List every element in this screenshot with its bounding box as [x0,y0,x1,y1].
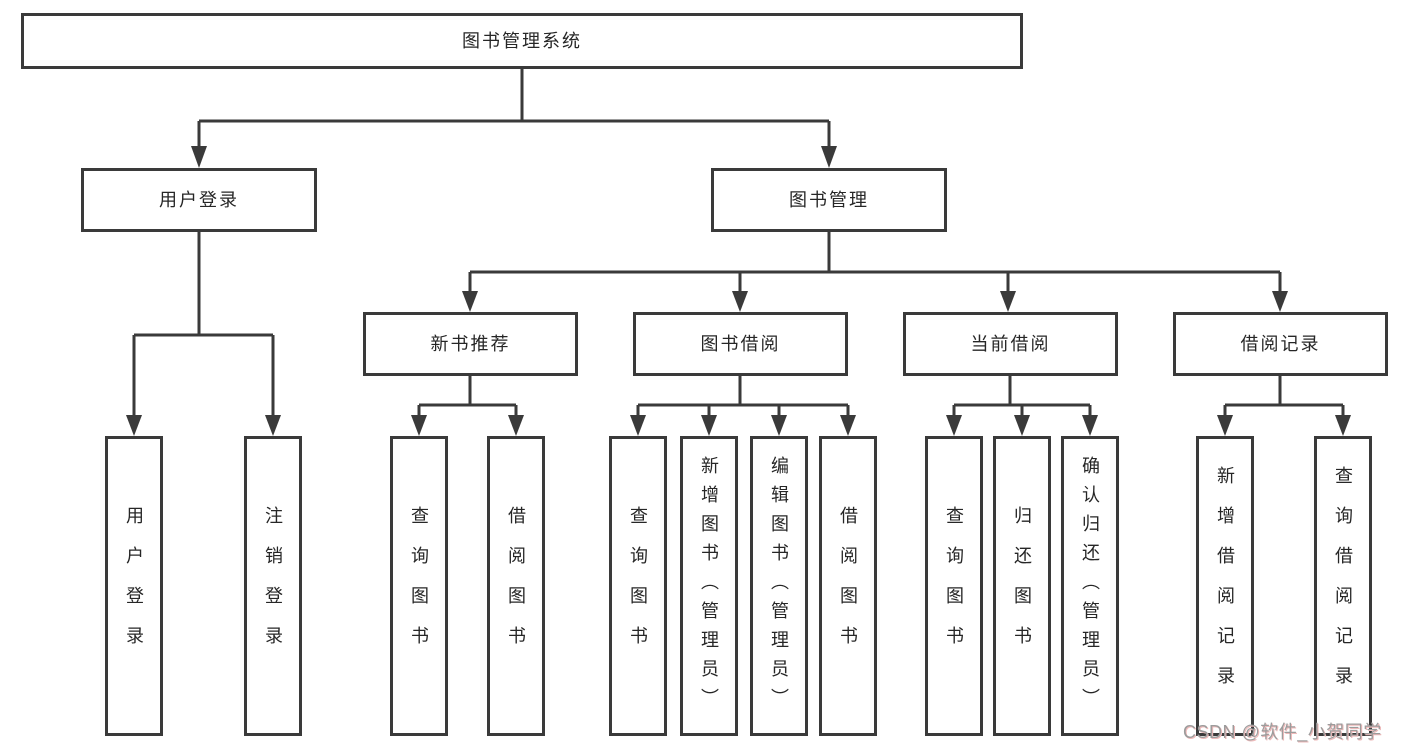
node-leaf-borrow-books-1: 借阅图书 [487,436,545,736]
node-label: 注销登录 [263,506,283,666]
node-label: 查询图书 [628,506,648,666]
node-label: 用户登录 [159,190,239,210]
node-leaf-borrow-books-2: 借阅图书 [819,436,877,736]
node-leaf-add-borrow-record: 新增借阅记录 [1196,436,1254,736]
node-label: 查询图书 [944,506,964,666]
node-label: 图书借阅 [700,334,781,354]
csdn-watermark: CSDN @软件_小贺同学 [1183,722,1382,742]
node-leaf-edit-book-admin: 编辑图书（管理员） [750,436,808,736]
node-leaf-query-borrow-record: 查询借阅记录 [1314,436,1372,736]
node-label: 新书推荐 [430,334,511,354]
node-label: 图书管理系统 [462,31,582,51]
node-leaf-confirm-return-admin: 确认归还（管理员） [1061,436,1119,736]
node-new-book-recommend: 新书推荐 [363,312,578,376]
node-label: 编辑图书（管理员） [769,455,789,717]
node-label: 用户登录 [124,506,144,666]
node-leaf-query-books-1: 查询图书 [390,436,448,736]
node-label: 查询图书 [409,506,429,666]
node-leaf-add-book-admin: 新增图书（管理员） [680,436,738,736]
node-label: 确认归还（管理员） [1080,455,1100,717]
node-user-login: 用户登录 [81,168,317,232]
node-book-management: 图书管理 [711,168,947,232]
node-leaf-user-login: 用户登录 [105,436,163,736]
node-label: 查询借阅记录 [1333,466,1353,706]
node-label: 借阅图书 [838,506,858,666]
node-label: 借阅记录 [1240,334,1321,354]
node-label: 借阅图书 [506,506,526,666]
node-current-borrow: 当前借阅 [903,312,1118,376]
node-label: 新增借阅记录 [1215,466,1235,706]
node-label: 归还图书 [1012,506,1032,666]
node-leaf-query-books-2: 查询图书 [609,436,667,736]
node-label: 图书管理 [789,190,869,210]
node-library-management-system: 图书管理系统 [21,13,1023,69]
node-label: 当前借阅 [970,334,1051,354]
node-leaf-logout: 注销登录 [244,436,302,736]
node-book-borrow: 图书借阅 [633,312,848,376]
node-leaf-return-book: 归还图书 [993,436,1051,736]
node-borrow-records: 借阅记录 [1173,312,1388,376]
node-label: 新增图书（管理员） [699,455,719,717]
node-leaf-query-books-3: 查询图书 [925,436,983,736]
